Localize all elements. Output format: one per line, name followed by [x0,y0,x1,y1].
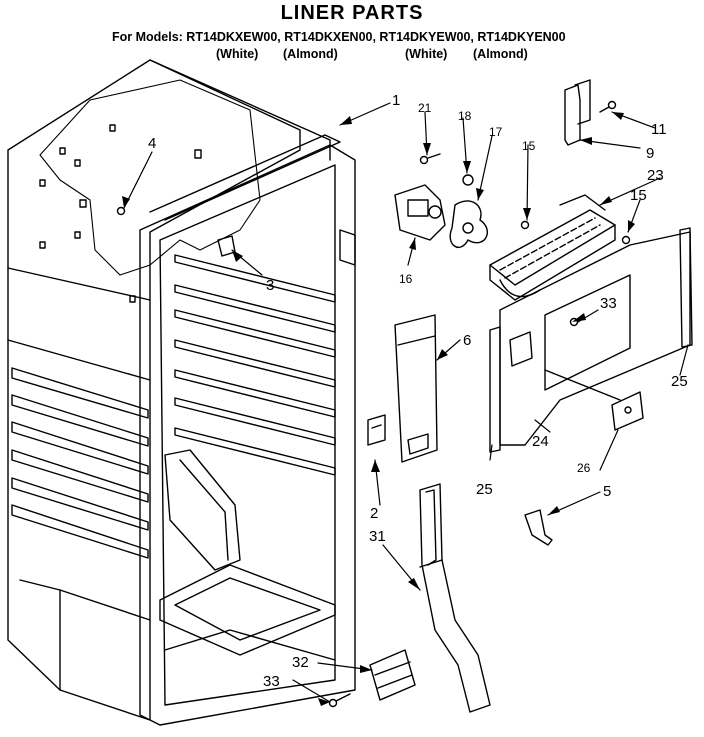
part-26-plate [611,391,644,431]
part-25-seal-right [679,227,693,348]
color-white-1: (White) [216,47,259,61]
callout-25-left: 25 [476,481,493,498]
callout-11: 11 [651,121,667,138]
color-almond-2: (Almond) [473,47,528,61]
callout-26: 26 [577,461,591,475]
callout-33-top: 33 [600,295,617,312]
callout-9: 9 [646,145,654,162]
callout-16: 16 [399,272,413,286]
callout-15-a: 15 [522,139,536,153]
part-15-screw-b [621,235,631,245]
part-33-screw-bottom [335,693,351,702]
color-almond-1: (Almond) [283,47,338,61]
callout-31: 31 [369,528,386,545]
callout-21: 21 [418,101,432,115]
model-list: For Models: RT14DKXEW00, RT14DKXEN00, RT… [112,30,566,44]
part-24-cover [499,231,691,446]
part-6-duct [394,314,438,463]
callout-2: 2 [370,505,378,522]
callout-3: 3 [266,277,274,294]
callout-17: 17 [489,125,503,139]
part-31-duct [419,483,491,713]
page-title: LINER PARTS [280,2,424,24]
callout-1: 1 [392,92,400,109]
part-25-seal-left [489,326,501,453]
leader-lines [123,102,689,703]
color-white-2: (White) [405,47,448,61]
leader-arrowheads [122,112,635,706]
part-9-tube [564,84,581,146]
part-32-grille [369,649,416,701]
callout-15-b: 15 [630,187,647,204]
callout-33-bottom: 33 [263,673,280,690]
callout-5: 5 [603,483,611,500]
fan-motor-assembly [394,153,488,248]
part-5-bracket [524,509,553,546]
callout-6: 6 [463,332,471,349]
part-11-screw [607,100,617,110]
callout-4: 4 [148,135,156,152]
part-15-screw-a [520,220,530,230]
callout-23: 23 [647,167,664,184]
callout-24: 24 [532,433,549,450]
callout-25-right: 25 [671,373,688,390]
liner-assembly [7,59,356,726]
part-23-cover [489,194,616,301]
callout-32: 32 [292,654,309,671]
callout-18: 18 [458,109,472,123]
part-2-clip [367,414,386,446]
